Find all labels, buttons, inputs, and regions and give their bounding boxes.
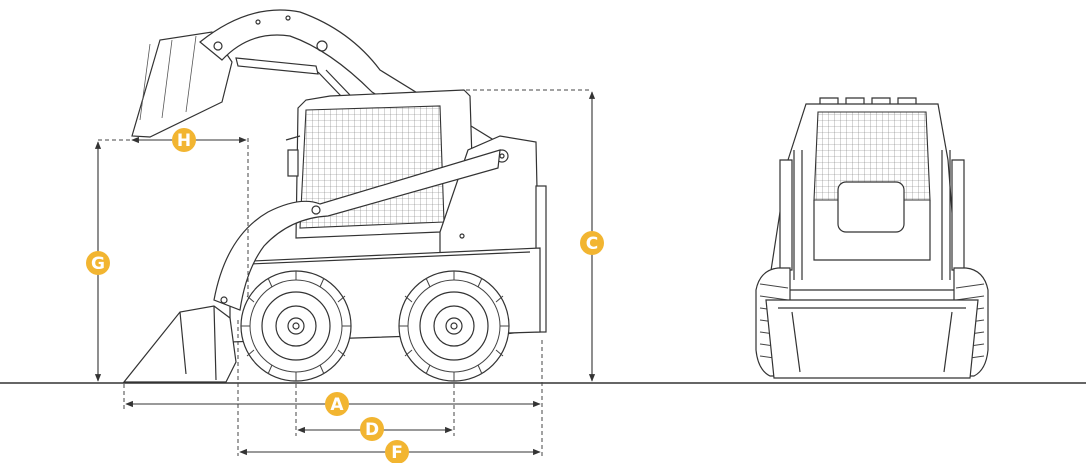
dimension-label-d: D [360,417,384,441]
label-c-text: C [586,234,598,254]
label-g-text: G [91,254,105,274]
operator-seat [837,181,905,233]
label-a-text: A [330,395,344,415]
front-bucket [765,299,979,379]
label-h-text: H [177,131,191,151]
label-f-text: F [391,443,403,463]
side-view-machine [122,9,547,383]
dimension-label-c: C [580,231,604,255]
front-wheel [240,270,352,382]
dimension-label-h: H [172,128,196,152]
rear-wheel [398,270,510,382]
lift-cylinder [235,57,319,75]
front-view-machine [755,97,989,379]
front-arm [213,149,501,311]
label-d-text: D [365,420,379,440]
dimension-label-a: A [325,392,349,416]
dimension-label-g: G [86,251,110,275]
dimension-label-f: F [385,440,409,463]
